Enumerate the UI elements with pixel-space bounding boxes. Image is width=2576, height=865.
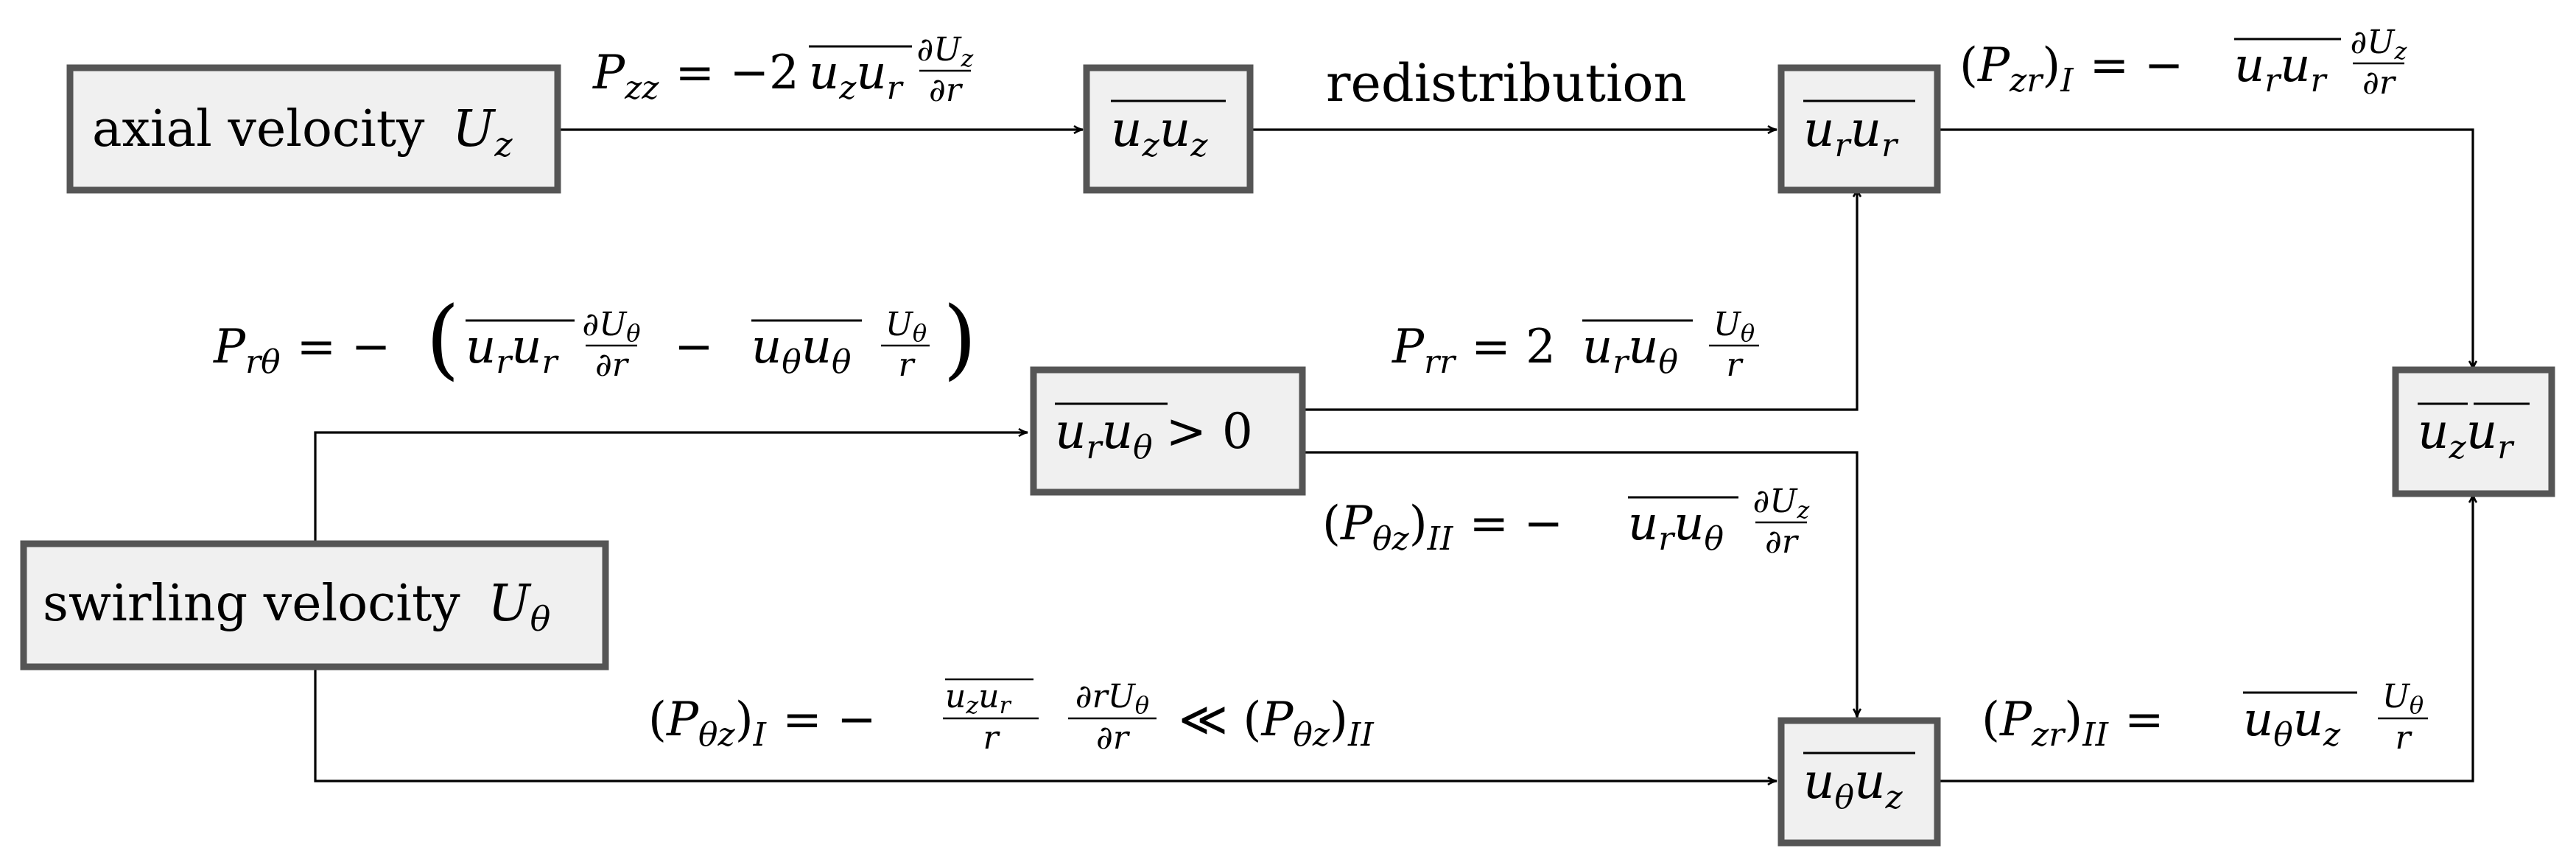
- svg-text:∂Uz: ∂Uz: [917, 31, 975, 72]
- label-PthzII: (Pθz)II= − uruθ ∂Uz ∂r: [1322, 483, 1810, 561]
- label-PzrI: (Pzr)I= − urur ∂Uz ∂r: [1959, 24, 2407, 102]
- svg-text:uθuθ: uθuθ: [751, 320, 851, 381]
- uruth-box: uruθ> 0: [1030, 366, 1306, 496]
- label-PthzI: (Pθz)I= − uzur r ∂rUθ ∂r ≪ (Pθz)II: [648, 678, 1375, 757]
- svg-text:(Pzr)II=: (Pzr)II=: [1982, 693, 2164, 754]
- svg-text:uzur: uzur: [809, 46, 905, 107]
- svg-text:Uθ: Uθ: [1713, 306, 1755, 347]
- urur-box: urur: [1777, 64, 1941, 194]
- svg-text:uruθ: uruθ: [1582, 320, 1678, 381]
- svg-text:axial velocity Uz: axial velocity Uz: [92, 100, 513, 164]
- svg-text:(Pθz)II= −: (Pθz)II= −: [1322, 497, 1563, 558]
- swirling-velocity-box: swirling velocity Uθ: [20, 540, 609, 670]
- arrow-uthuz-to-uzur: [1937, 494, 2473, 782]
- label-Prr: Prr= 2 uruθ Uθ r: [1391, 306, 1759, 384]
- svg-text:r: r: [2395, 719, 2412, 757]
- svg-text:∂Uz: ∂Uz: [2351, 24, 2408, 65]
- svg-text:(Pθz)I= −: (Pθz)I= −: [648, 693, 877, 754]
- svg-text:r: r: [898, 346, 916, 384]
- svg-text:−: −: [674, 320, 714, 374]
- label-Pzz: Pzz= −2 uzur ∂Uz ∂r: [592, 31, 974, 109]
- arrow-uruth-to-uthuz: [1302, 451, 1857, 718]
- svg-text:∂r: ∂r: [1096, 719, 1131, 757]
- svg-text:urur: urur: [466, 320, 559, 381]
- svg-text:urur: urur: [2234, 38, 2328, 99]
- svg-text:uzur: uzur: [945, 678, 1012, 719]
- svg-text:∂r: ∂r: [595, 346, 630, 384]
- svg-text:uruθ: uruθ: [1628, 497, 1724, 558]
- arrow-swirl-to-uruth: [314, 432, 1028, 544]
- svg-text:∂Uz: ∂Uz: [1753, 483, 1811, 524]
- svg-text:∂rUθ: ∂rUθ: [1075, 678, 1149, 719]
- svg-text:): ): [943, 287, 977, 389]
- svg-text:Prθ= −: Prθ= −: [213, 320, 390, 381]
- svg-text:Prr= 2: Prr= 2: [1391, 320, 1556, 381]
- svg-text:uθuz: uθuz: [2243, 693, 2341, 754]
- svg-text:(Pzr)I= −: (Pzr)I= −: [1959, 38, 2183, 99]
- label-redistribution: redistribution: [1326, 53, 1687, 113]
- svg-text:(: (: [426, 287, 460, 389]
- svg-text:r: r: [983, 719, 1000, 757]
- svg-text:Uθ: Uθ: [885, 306, 927, 347]
- svg-text:∂r: ∂r: [1765, 523, 1800, 561]
- axial-velocity-box: axial velocity Uz: [66, 64, 561, 194]
- svg-text:∂r: ∂r: [929, 71, 964, 109]
- uthuz-box: uθuz: [1777, 717, 1941, 847]
- svg-text:swirling velocity Uθ: swirling velocity Uθ: [43, 575, 550, 639]
- uzuz-box: uzuz: [1083, 64, 1254, 194]
- arrow-uruth-to-urur: [1302, 188, 1857, 411]
- label-Prth: Prθ= − ( urur ∂Uθ ∂r − uθuθ Uθ r ): [213, 287, 977, 389]
- svg-text:Uθ: Uθ: [2382, 678, 2424, 719]
- svg-text:∂r: ∂r: [2362, 64, 2397, 102]
- svg-text:Pzz= −2: Pzz= −2: [592, 46, 799, 107]
- svg-text:r: r: [1726, 346, 1744, 384]
- uzur-box: uzur: [2392, 366, 2555, 497]
- axial-velocity-label: axial velocity: [92, 100, 425, 158]
- label-PzrII: (Pzr)II= uθuz Uθ r: [1982, 678, 2428, 757]
- arrow-urur-to-uzur: [1937, 128, 2473, 370]
- svg-text:∂Uθ: ∂Uθ: [582, 306, 640, 347]
- svg-text:≪ (Pθz)II: ≪ (Pθz)II: [1179, 693, 1375, 754]
- arrow-swirl-to-uthuz: [314, 667, 1777, 781]
- swirling-velocity-label: swirling velocity: [43, 575, 460, 633]
